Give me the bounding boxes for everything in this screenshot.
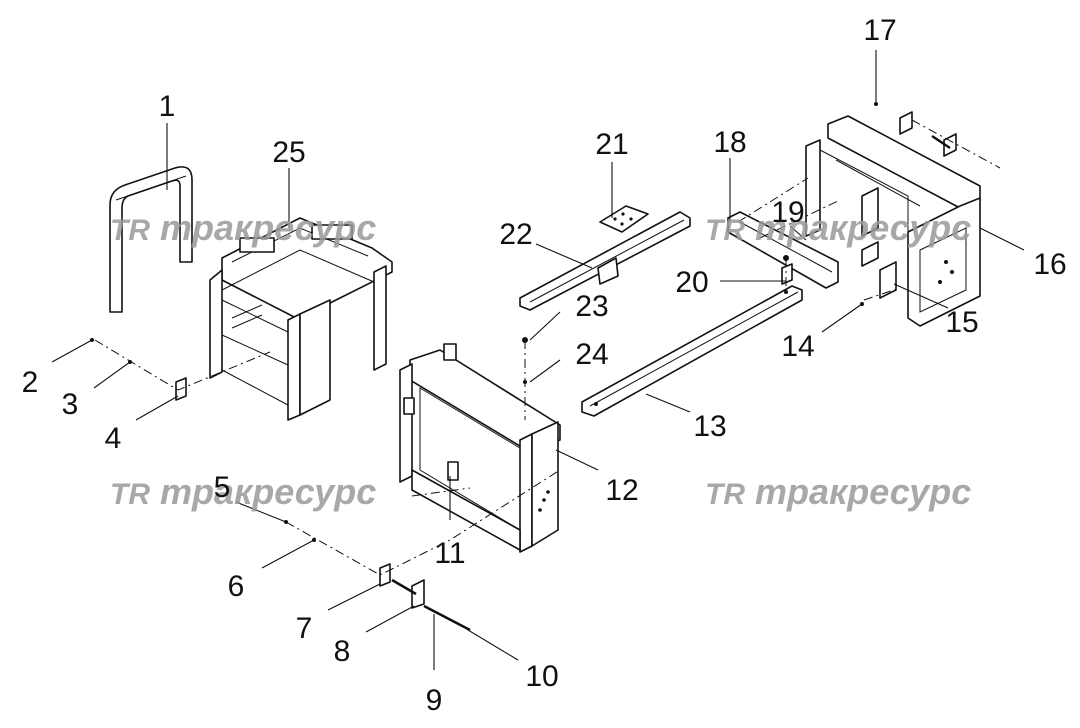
callout-24: 24 bbox=[575, 338, 608, 371]
part-22-bracket bbox=[519, 211, 691, 311]
callout-7: 7 bbox=[296, 612, 313, 645]
callout-17: 17 bbox=[863, 14, 896, 47]
watermark-logo-mark: TR bbox=[110, 478, 150, 511]
callout-3: 3 bbox=[62, 388, 79, 421]
watermark-text: тракресурс bbox=[160, 471, 376, 512]
watermark-text: тракресурс bbox=[755, 207, 971, 248]
part-1-arch bbox=[109, 166, 193, 313]
watermark-logo-mark: TR bbox=[110, 214, 150, 247]
part-21-plate bbox=[599, 205, 649, 233]
callout-10: 10 bbox=[525, 660, 558, 693]
part-18-rear-beam bbox=[727, 211, 839, 289]
callout-9: 9 bbox=[426, 684, 443, 717]
callout-5: 5 bbox=[214, 471, 231, 504]
watermark-4: TR тракресурс bbox=[705, 471, 971, 512]
callout-13: 13 bbox=[693, 410, 726, 443]
callout-16: 16 bbox=[1033, 248, 1066, 281]
part-25-left-frame bbox=[209, 217, 393, 421]
callout-2: 2 bbox=[22, 366, 39, 399]
leader-lines bbox=[51, 50, 1025, 670]
callout-6: 6 bbox=[228, 570, 245, 603]
watermark-2: TR тракресурс bbox=[705, 207, 971, 248]
callout-11: 11 bbox=[434, 537, 465, 570]
callout-21: 21 bbox=[595, 128, 628, 161]
callout-14: 14 bbox=[781, 330, 814, 363]
watermark-logo: TR тракресурс TR тракресурс TR тракресур… bbox=[110, 207, 971, 512]
watermark-text: тракресурс bbox=[160, 207, 376, 248]
part-16-right-frame bbox=[805, 115, 981, 327]
callout-1: 1 bbox=[159, 90, 176, 123]
callout-23: 23 bbox=[575, 290, 608, 323]
callout-20: 20 bbox=[675, 266, 708, 299]
watermark-logo-mark: TR bbox=[705, 214, 745, 247]
watermark-3: TR тракресурс bbox=[110, 471, 376, 512]
callout-4: 4 bbox=[105, 422, 122, 455]
callout-labels: 1 2 3 4 5 6 7 8 9 10 11 12 13 14 15 16 1… bbox=[22, 14, 1067, 717]
callout-8: 8 bbox=[334, 635, 351, 668]
callout-25: 25 bbox=[272, 136, 305, 169]
watermark-text: тракресурс bbox=[755, 471, 971, 512]
watermark-logo-mark: TR bbox=[705, 478, 745, 511]
callout-15: 15 bbox=[945, 306, 978, 339]
watermark-1: TR тракресурс bbox=[110, 207, 376, 248]
part-13-cross-beam bbox=[581, 285, 803, 417]
part-12-center-frame bbox=[399, 343, 561, 553]
assembly-lines bbox=[94, 119, 1001, 576]
callout-18: 18 bbox=[713, 126, 746, 159]
callout-19: 19 bbox=[771, 196, 804, 229]
callout-12: 12 bbox=[605, 474, 638, 507]
callout-22: 22 bbox=[499, 218, 532, 251]
